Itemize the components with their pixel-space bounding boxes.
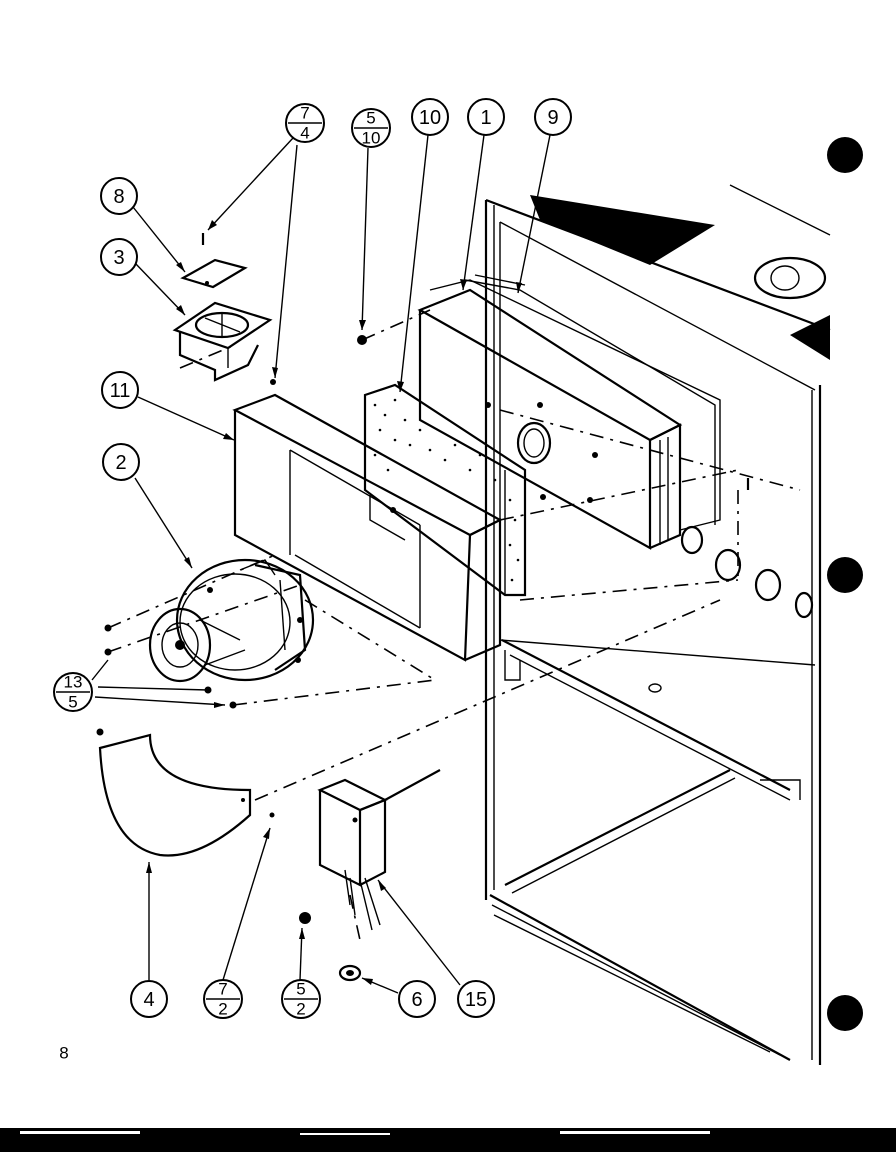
callout-7-over-2-top: 7 [218,980,227,999]
furnace-cabinet [484,184,831,1065]
housing-part-11 [232,393,503,662]
callout-7-over-4-top: 7 [300,104,309,123]
callout-11: 11 [101,371,139,409]
callout-6: 6 [398,980,436,1018]
insulation-panel-part-10 [363,383,527,597]
callout-10: 10 [411,98,449,136]
callout-8: 8 [100,177,138,215]
callout-1-label: 1 [480,107,491,129]
callout-9-label: 9 [547,107,558,129]
callout-2: 2 [102,443,140,481]
callout-11-label: 11 [110,380,131,402]
callout-9: 9 [534,98,572,136]
callout-3: 3 [100,238,138,276]
callout-2-label: 2 [115,452,126,474]
callout-5-over-2-bottom: 2 [296,1000,305,1019]
callout-1: 1 [467,98,505,136]
label-plate-part-8 [180,258,248,289]
gasket-part-9 [464,274,716,525]
callout-5-over-2-top: 5 [296,980,305,999]
callout-4: 4 [130,980,168,1018]
small-parts [201,233,750,982]
callout-7-over-4: 7 4 [285,103,325,143]
callout-4-label: 4 [143,989,154,1011]
callout-6-label: 6 [411,989,422,1011]
callout-13-over-5-bottom: 5 [68,693,77,712]
assembly-lines [107,309,801,941]
callout-10-label: 10 [419,107,441,129]
scan-border [0,1128,896,1152]
callout-15-label: 15 [465,989,487,1011]
callout-13-over-5: 13 5 [53,672,93,712]
page-number: 8 [59,1044,68,1063]
inducer-blower-part-2 [148,558,315,683]
callout-7-over-2: 7 2 [203,979,243,1019]
callout-5-over-10-bottom: 10 [362,129,381,148]
callout-8-label: 8 [113,186,124,208]
screws-part-13 [96,624,237,736]
collector-box-part-1 [417,279,721,550]
registration-marks [827,137,863,1031]
leader-lines [91,134,551,994]
callout-15: 15 [457,980,495,1018]
callout-7-over-2-bottom: 2 [218,1000,227,1019]
bracket-part-3 [172,301,273,382]
callout-7-over-4-bottom: 4 [300,124,309,143]
callout-5-over-10-top: 5 [366,109,375,128]
callout-3-label: 3 [113,247,124,269]
callout-5-over-2: 5 2 [281,979,321,1019]
callout-13-over-5-top: 13 [64,673,83,692]
control-box-part-15 [317,769,441,931]
shield-part-4 [98,733,275,857]
callout-5-over-10: 5 10 [351,108,391,148]
